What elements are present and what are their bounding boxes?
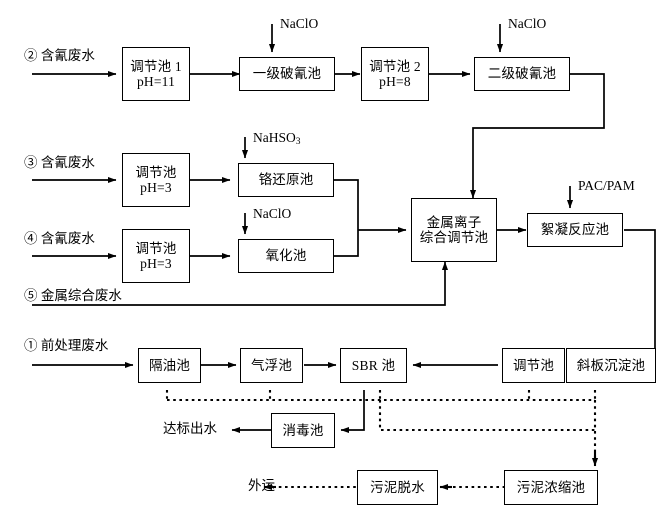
node-yanghuachi[interactable]: 氧化池: [238, 239, 334, 273]
chemical-label-naclo-2: NaClO: [508, 16, 547, 31]
node-tiaojiechi4[interactable]: 调节池 pH=3: [122, 229, 190, 283]
node-xiaoduchi[interactable]: 消毒池: [271, 413, 335, 448]
node-xiebanchendianchi-line1: 斜板沉淀池: [576, 357, 646, 373]
node-tiaojiechi5[interactable]: 调节池: [502, 348, 565, 383]
path-sbr-to-xiaodu: [340, 390, 365, 434]
node-tiaojiechi2-line2: pH=8: [379, 74, 411, 89]
node-tiaojiechi3-line1: 调节池: [135, 164, 177, 180]
node-qifuchi[interactable]: 气浮池: [240, 348, 303, 383]
path-yanghua-to-bus: [334, 230, 359, 257]
dotted-sludge-lower-bus: [378, 400, 595, 432]
node-xiebanchendianchi[interactable]: 斜板沉淀池: [566, 348, 656, 383]
node-geyouchi[interactable]: 隔油池: [138, 348, 201, 383]
chemical-label-naclo-1: NaClO: [280, 16, 319, 31]
node-erji-poqingchi-line1: 二级破氰池: [487, 66, 557, 82]
node-gehuanyuanchi-line1: 铬还原池: [258, 172, 314, 188]
node-tiaojiechi5-line1: 调节池: [512, 357, 555, 373]
node-tiaojiechi3-line2: pH=3: [140, 180, 172, 195]
node-tiaojiechi2-line1: 调节池 2: [369, 58, 421, 74]
node-yiji-poqingchi-line1: 一级破氰池: [252, 66, 322, 82]
node-yanghuachi-line1: 氧化池: [265, 248, 307, 264]
node-erji-poqingchi[interactable]: 二级破氰池: [474, 57, 570, 91]
node-tiaojiechi4-line1: 调节池: [135, 240, 177, 256]
node-tiaojiechi1-line1: 调节池 1: [130, 58, 182, 74]
node-xuningfanyingchi[interactable]: 絮凝反应池: [527, 213, 623, 247]
inlet-label-5: ⑤ 金属综合废水: [24, 288, 122, 303]
node-geyouchi-line1: 隔油池: [148, 357, 191, 373]
inlet-label-4: ④ 含氰废水: [24, 231, 95, 246]
nahso3-base: NaHSO: [253, 130, 296, 145]
node-wunituoshui-line1: 污泥脱水: [370, 479, 425, 495]
node-tiaojiechi1[interactable]: 调节池 1 pH=11: [122, 47, 190, 101]
inlet-label-1: ① 前处理废水: [24, 338, 109, 353]
node-yiji-poqingchi[interactable]: 一级破氰池: [239, 57, 335, 91]
outlet-label-treated-water: 达标出水: [163, 421, 217, 436]
node-sbr-chi-line1: SBR 池: [351, 357, 396, 373]
nahso3-subscript: 3: [295, 137, 301, 148]
node-qifuchi-line1: 气浮池: [250, 357, 293, 373]
chemical-label-nahso3: NaHSO3: [253, 130, 301, 147]
path-xuning-to-xieban: [624, 229, 656, 369]
node-wunizhongsuochi-line1: 污泥浓缩池: [516, 479, 586, 495]
node-wunizhongsuochi[interactable]: 污泥浓缩池: [504, 470, 598, 505]
node-tiaojiechi3[interactable]: 调节池 pH=3: [122, 153, 190, 207]
node-jinshulizi-line2: 综合调节池: [419, 230, 489, 245]
node-tiaojiechi1-line2: pH=11: [136, 74, 176, 89]
chemical-label-naclo-3: NaClO: [253, 206, 292, 221]
node-wunituoshui[interactable]: 污泥脱水: [357, 470, 438, 505]
node-jinshulizi-line1: 金属离子: [426, 214, 482, 230]
path-gehuanyuan-to-bus: [334, 179, 359, 230]
outlet-label-transport-out: 外运: [248, 478, 275, 493]
node-jinshulizi-tiaojiechi[interactable]: 金属离子 综合调节池: [411, 198, 497, 262]
node-tiaojiechi2[interactable]: 调节池 2 pH=8: [361, 47, 429, 101]
inlet-label-2: ② 含氰废水: [24, 48, 95, 63]
node-xuningfanyingchi-line1: 絮凝反应池: [540, 222, 610, 238]
node-gehuanyuanchi[interactable]: 铬还原池: [238, 163, 334, 197]
chemical-label-pac-pam: PAC/PAM: [578, 178, 635, 193]
inlet-label-3: ③ 含氰废水: [24, 155, 95, 170]
node-xiaoduchi-line1: 消毒池: [282, 422, 324, 438]
node-sbr-chi[interactable]: SBR 池: [340, 348, 407, 383]
node-tiaojiechi4-line2: pH=3: [140, 256, 172, 271]
